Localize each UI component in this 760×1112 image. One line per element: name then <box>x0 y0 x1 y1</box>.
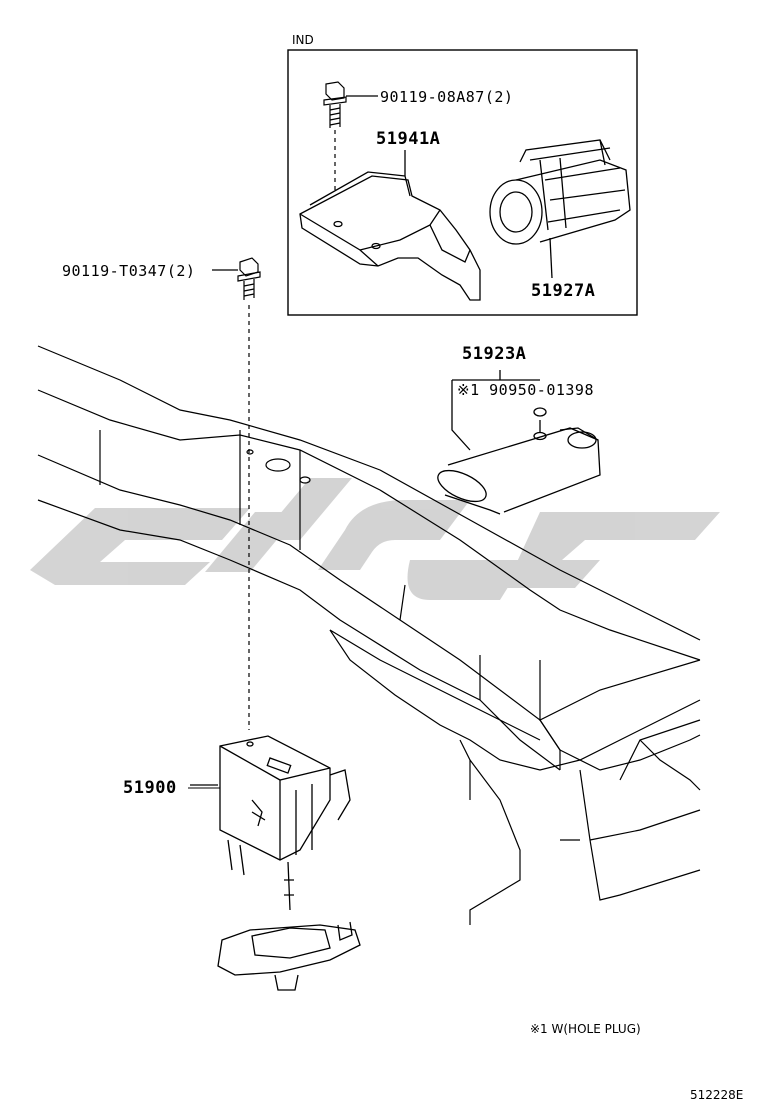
label-bolt-main: 90119-T0347(2) <box>62 262 196 280</box>
label-tube: 51923A <box>462 344 527 364</box>
inset-title: IND <box>292 33 314 47</box>
label-bolt-inset: 90119-08A87(2) <box>380 88 514 106</box>
main-bolt-icon <box>212 257 261 730</box>
inset-box <box>287 49 638 316</box>
frame-rail <box>37 345 701 925</box>
label-cover: 51927A <box>531 281 596 301</box>
label-winch: 51900 <box>123 778 177 798</box>
watermark-logo <box>30 478 720 600</box>
tube-51923a <box>437 370 601 515</box>
figure-id: 512228E <box>690 1088 744 1102</box>
cover-51927a <box>489 139 631 279</box>
inset-bolt-icon <box>323 81 378 190</box>
winch-51900 <box>190 735 361 991</box>
label-plug: ※1 90950-01398 <box>457 381 594 399</box>
bracket-51941a <box>299 150 481 301</box>
label-bracket: 51941A <box>376 129 441 149</box>
footnote: ※1 W(HOLE PLUG) <box>530 1022 641 1036</box>
